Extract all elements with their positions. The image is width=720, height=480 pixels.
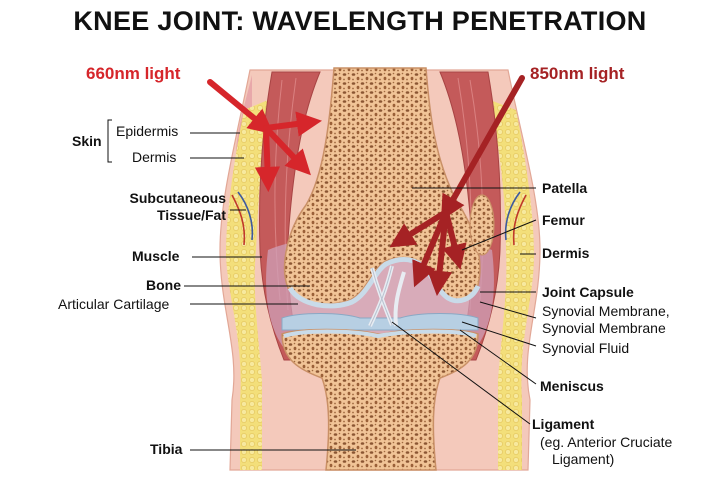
- label-joint-capsule: Joint Capsule: [542, 284, 634, 300]
- label-femur: Femur: [542, 212, 585, 228]
- label-skin: Skin: [72, 133, 102, 149]
- label-articular-cartilage: Articular Cartilage: [58, 296, 170, 312]
- label-patella: Patella: [542, 180, 588, 196]
- light-label-850nm: 850nm light: [530, 64, 625, 83]
- tibia-cartilage: [283, 329, 477, 339]
- arrows-660nm: [207, 79, 322, 193]
- label-synovial-membrane-1: Synovial Membrane,: [542, 303, 670, 319]
- label-subcutaneous-line2: Tissue/Fat: [157, 207, 226, 223]
- label-ligament-note-1: (eg. Anterior Cruciate: [540, 434, 673, 450]
- label-bone: Bone: [146, 277, 181, 293]
- light-label-660nm: 660nm light: [86, 64, 181, 83]
- label-dermis-right: Dermis: [542, 245, 590, 261]
- label-tibia: Tibia: [150, 441, 183, 457]
- label-dermis-left: Dermis: [132, 149, 177, 165]
- label-subcutaneous-line1: Subcutaneous: [129, 190, 226, 206]
- arrows-850nm: [389, 75, 525, 297]
- blood-vessels: [231, 191, 527, 246]
- label-synovial-fluid: Synovial Fluid: [542, 340, 630, 356]
- label-subcutaneous: Subcutaneous Tissue/Fat: [40, 190, 226, 224]
- label-epidermis: Epidermis: [116, 123, 179, 139]
- patella-bone: [469, 194, 495, 256]
- femur-cartilage: [287, 257, 481, 309]
- page-title: KNEE JOINT: WAVELENGTH PENETRATION: [73, 6, 647, 36]
- label-ligament: Ligament: [532, 416, 595, 432]
- label-meniscus: Meniscus: [540, 378, 604, 394]
- fat-layer-left: [226, 100, 268, 470]
- label-muscle: Muscle: [132, 248, 180, 264]
- leader-lines: [107, 119, 537, 451]
- label-ligament-note-2: Ligament): [552, 451, 615, 467]
- meniscus: [281, 313, 479, 331]
- fat-layer-right: [490, 100, 534, 470]
- label-synovial-membrane-2: Synovial Membrane: [542, 320, 666, 336]
